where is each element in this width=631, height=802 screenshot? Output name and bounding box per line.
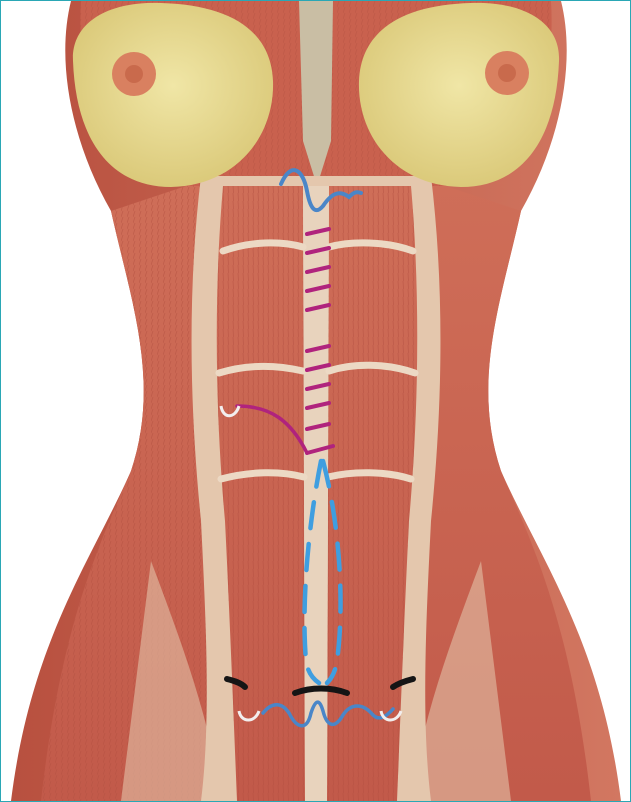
linea-alba — [303, 186, 329, 801]
